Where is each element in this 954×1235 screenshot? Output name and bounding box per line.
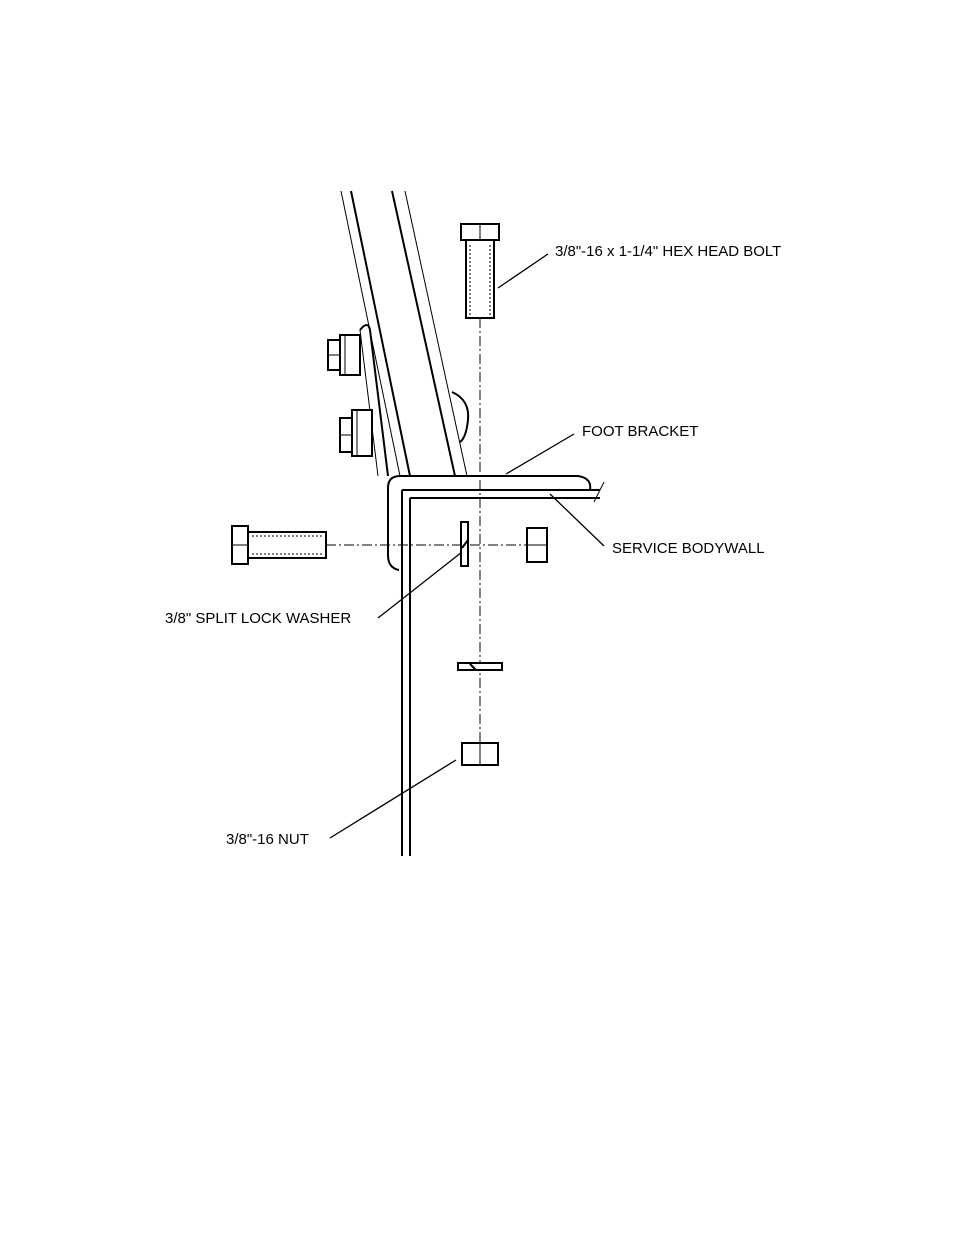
leader-body-wall (549, 493, 605, 547)
leader-lock-washer (377, 551, 463, 619)
leader-nut (329, 759, 457, 839)
hex-head-bolt-horizontal (231, 525, 327, 565)
split-lock-washer-vertical (460, 521, 469, 567)
hex-head-bolt-vertical (460, 223, 500, 319)
label-split-lock-washer: 3/8" SPLIT LOCK WASHER (165, 610, 352, 627)
tube-bolt-upper (327, 334, 361, 376)
dome-cap (451, 391, 470, 443)
label-hex-head-bolt: 3/8"-16 x 1-1/4" HEX HEAD BOLT (555, 243, 782, 260)
nut-horizontal (526, 527, 548, 563)
service-body-wall (401, 481, 605, 856)
leader-hex-bolt (497, 253, 549, 289)
tube-bolt-lower (339, 409, 373, 457)
nut-vertical (461, 742, 499, 766)
foot-bracket (387, 475, 592, 571)
leader-foot-bracket (505, 433, 575, 475)
label-foot-bracket: FOOT BRACKET (582, 423, 699, 440)
leg-tube (340, 190, 468, 477)
label-nut: 3/8"-16 NUT (226, 831, 309, 848)
label-service-body-wall: SERVICE BODYWALL (612, 540, 765, 557)
split-lock-washer-horizontal (457, 662, 503, 671)
